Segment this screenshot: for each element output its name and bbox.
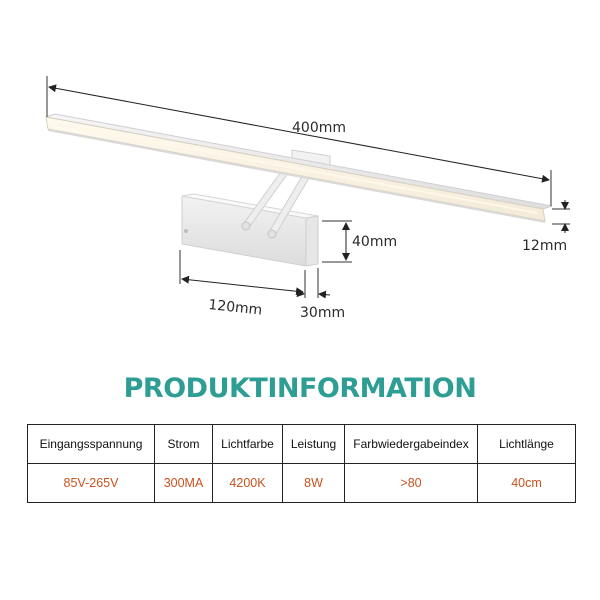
length-dimension: 400mm bbox=[46, 76, 552, 206]
value-strom: 300MA bbox=[154, 463, 213, 503]
length-label: 400mm bbox=[292, 120, 346, 136]
value-leistung: 8W bbox=[282, 463, 345, 503]
base-height-label: 40mm bbox=[352, 234, 397, 250]
base-width-dimension: 120mm bbox=[179, 250, 306, 319]
base-depth-dimension: 30mm bbox=[295, 268, 345, 321]
base-depth-label: 30mm bbox=[300, 305, 345, 321]
spec-value-row: 85V-265V 300MA 4200K 8W >80 40cm bbox=[27, 463, 576, 503]
header-lichtfarbe: Lichtfarbe bbox=[212, 424, 283, 464]
base-width-label: 120mm bbox=[208, 297, 263, 319]
bar-height-dimension: 12mm bbox=[522, 200, 570, 254]
product-info-title: PRODUKTINFORMATION bbox=[123, 373, 477, 404]
value-eingangsspannung: 85V-265V bbox=[27, 463, 155, 503]
header-leistung: Leistung bbox=[282, 424, 345, 464]
value-farbwiedergabeindex: >80 bbox=[344, 463, 478, 503]
product-spec-table: Eingangsspannung Strom Lichtfarbe Leistu… bbox=[27, 424, 576, 503]
header-farbwiedergabeindex: Farbwiedergabeindex bbox=[344, 424, 478, 464]
base-height-dimension: 40mm bbox=[322, 220, 397, 263]
value-lichtfarbe: 4200K bbox=[212, 463, 283, 503]
value-lichtlaenge: 40cm bbox=[477, 463, 576, 503]
header-strom: Strom bbox=[154, 424, 213, 464]
header-eingangsspannung: Eingangsspannung bbox=[27, 424, 155, 464]
wall-mount-base bbox=[181, 193, 319, 267]
bar-height-label: 12mm bbox=[522, 238, 567, 254]
spec-header-row: Eingangsspannung Strom Lichtfarbe Leistu… bbox=[27, 424, 576, 464]
header-lichtlaenge: Lichtlänge bbox=[477, 424, 576, 464]
lamp-dimension-drawing: 400mm 12mm 40mm 120mm 30mm bbox=[45, 76, 570, 321]
